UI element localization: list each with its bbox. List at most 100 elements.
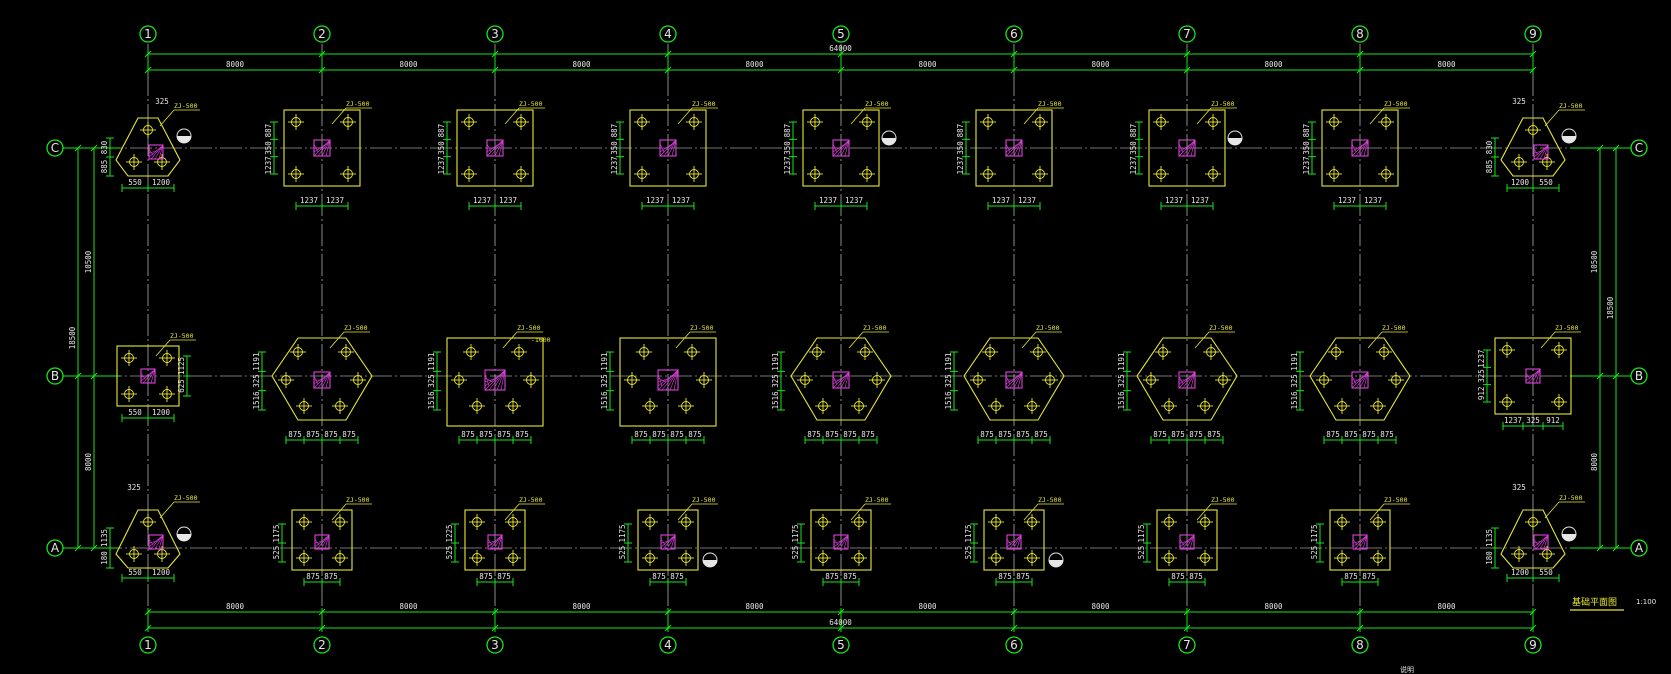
footing-dim-text: 875 (461, 430, 475, 439)
column-hatch (1012, 534, 1022, 550)
column-hatch (1533, 536, 1547, 548)
footing-tag-leader (155, 339, 196, 357)
footing-dim-text: 885 (1485, 160, 1494, 174)
pile-symbol (851, 550, 867, 566)
footing-dim-text: 1175 (964, 524, 973, 542)
dim-slash (318, 608, 326, 616)
footing-outline (1148, 109, 1226, 187)
column-hatch (1539, 534, 1549, 550)
pile-symbol (1376, 344, 1392, 360)
footing-outline (115, 509, 181, 569)
dim-slash (74, 544, 82, 552)
dim-slash (491, 624, 499, 632)
column-hatch (1354, 534, 1368, 550)
footing-dim-text: 1135 (100, 529, 109, 547)
section-symbol-fill (703, 560, 717, 567)
footing-dim-text: 887 (1129, 124, 1138, 138)
dim-slash (1529, 624, 1537, 632)
pile-symbol (1032, 166, 1048, 182)
column-hatch (1351, 143, 1365, 153)
grid-bubble-circle (832, 25, 850, 43)
pile-symbol (851, 398, 867, 414)
pile-symbol (809, 344, 825, 360)
footing-outline (1500, 117, 1566, 177)
footing-tag-leader (677, 503, 718, 521)
column-hatch (492, 369, 506, 391)
footing-tag-leader (1196, 503, 1237, 521)
pile-symbol (684, 344, 700, 360)
footing-dim-text: 887 (264, 124, 273, 138)
footing-outline (963, 337, 1065, 421)
footing-dim-text: 1237 (672, 196, 690, 205)
column-hatch (158, 534, 164, 550)
grid-bubble-label: 5 (837, 638, 845, 652)
dim-slash (1529, 608, 1537, 616)
footing-tag-leader (331, 107, 372, 125)
grid-bubble-col-8-bottom: 8 (1351, 636, 1369, 654)
footing-dim-text: 1237 (1477, 350, 1486, 368)
footing-dim-text: 875 (1171, 572, 1185, 581)
footing-outline (802, 109, 880, 187)
pile-symbol (1205, 166, 1221, 182)
footing-dim-text: 875 (1380, 430, 1394, 439)
grid-bubble-label: 3 (491, 27, 499, 41)
pile-symbol (1316, 372, 1332, 388)
dim-slash (1529, 66, 1537, 74)
footing-tag: ZJ-500 (690, 324, 714, 332)
grid-bubble-col-4-bottom: 4 (659, 636, 677, 654)
footing-tag-leader (1021, 331, 1062, 349)
footing-dim-text: 1191 (771, 353, 780, 371)
dim-slash (664, 50, 672, 58)
column-hatch (497, 534, 503, 550)
dim-slash (1356, 608, 1364, 616)
pile-symbol (1326, 114, 1342, 130)
pile-symbol (1328, 344, 1344, 360)
column-hatch (1531, 368, 1541, 384)
drawing-note: 说明 (1400, 665, 1414, 674)
column-hatch (154, 144, 164, 160)
pile-symbol (332, 550, 348, 566)
column-hatch (1013, 371, 1023, 389)
footing-tag-leader (504, 107, 545, 125)
pile-symbol (678, 514, 694, 530)
footing-tag: ZJ-500 (174, 494, 198, 502)
footing-dim-text: 325 (1512, 97, 1526, 106)
column-hatch (325, 371, 331, 389)
pile-symbol (1203, 344, 1219, 360)
column-hatch (1359, 139, 1369, 157)
pile-symbol (1143, 372, 1159, 388)
pile-symbol (159, 350, 175, 366)
pile-symbol (296, 398, 312, 414)
footing-outline (619, 337, 717, 427)
column-hatch (486, 143, 500, 153)
column-hatch (1178, 375, 1192, 385)
footing-dim-text: 325 (600, 374, 609, 388)
grid-bubble-label: 2 (318, 638, 326, 652)
dim-slash (1356, 50, 1364, 58)
dim-slash (837, 50, 845, 58)
footing-tag-leader (1367, 331, 1408, 349)
dim-slash (1183, 608, 1191, 616)
footing-dim-text: 875 (670, 430, 684, 439)
dim-slash (491, 608, 499, 616)
pile-symbol (988, 398, 1004, 414)
column-hatch (493, 534, 503, 550)
footing-dim-text: 1516 (1117, 391, 1126, 410)
column-hatch (1358, 534, 1368, 550)
column-hatch (832, 375, 846, 385)
footing-dim-text: 875 (306, 430, 320, 439)
footing-dim-text: 525 (618, 546, 627, 560)
footing-tag: ZJ-500 (346, 100, 370, 108)
grid-bubble-row-C-right: C (1630, 139, 1648, 157)
pile-symbol (350, 372, 366, 388)
footing-dim-text: 1237 (1129, 156, 1138, 174)
footing-dim-text: 525 (272, 546, 281, 560)
footing-dim-text: 875 (1326, 430, 1340, 439)
pile-symbol (296, 514, 312, 530)
column-hatch (313, 139, 331, 157)
